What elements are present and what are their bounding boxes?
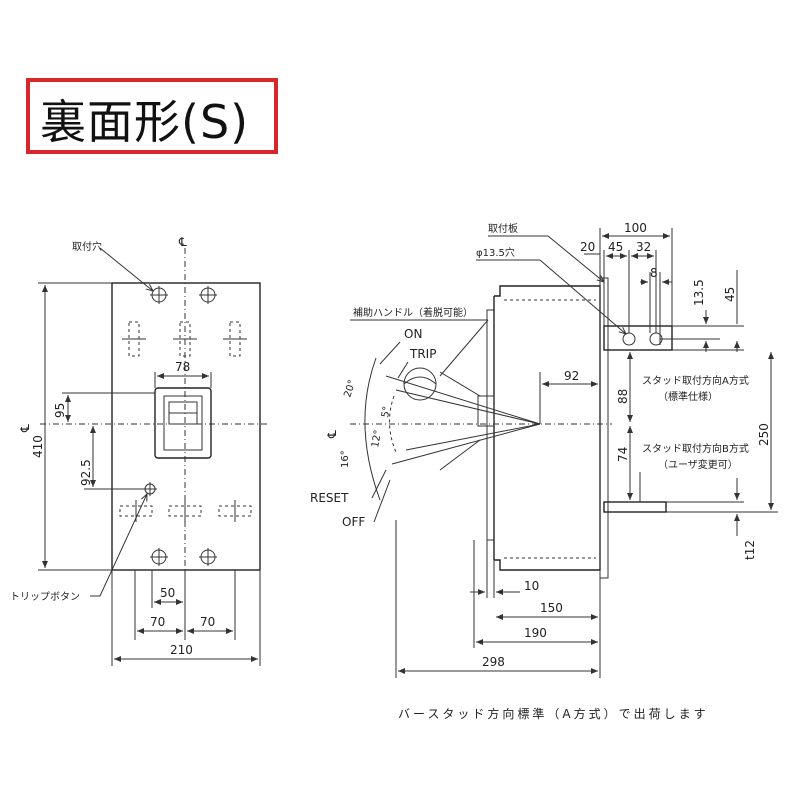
label-mounting-hole: 取付穴	[72, 240, 102, 253]
angle-20: 20°	[342, 379, 358, 399]
dim-210: 210	[170, 643, 193, 657]
title-box: 裏面形(S)	[26, 78, 278, 154]
label-trip: TRIP	[409, 347, 436, 361]
dim-74: 74	[616, 447, 630, 462]
dim-410: 410	[31, 435, 45, 458]
dim-92: 92	[564, 369, 579, 383]
handle-window	[154, 387, 212, 459]
label-hole-diameter: φ13.5穴	[476, 246, 515, 259]
label-off: OFF	[342, 515, 365, 529]
front-view: 取付穴 トリップボタン ℄ ℄ 410 95 92.5 78 50	[10, 235, 270, 666]
dim-10: 10	[524, 579, 539, 593]
label-stud-a-note: （標準仕様）	[658, 390, 718, 403]
dim-78: 78	[175, 360, 190, 374]
label-front-centerline-top: ℄	[178, 235, 187, 249]
dim-250: 250	[757, 423, 771, 446]
side-front-cover	[486, 309, 494, 541]
dim-190: 190	[524, 626, 547, 640]
mounting-hole-top-left	[150, 286, 168, 304]
dim-45-top: 45	[608, 240, 623, 254]
angle-12: 12°	[370, 429, 384, 448]
dim-t12: t12	[743, 540, 757, 560]
dim-8: 8	[650, 266, 658, 280]
label-side-centerline: ℄	[325, 430, 339, 439]
label-stud-b-title: スタッド取付方向B方式	[642, 442, 749, 455]
upper-stud	[603, 325, 673, 351]
label-stud-a-title: スタッド取付方向A方式	[642, 374, 749, 387]
dim-70-right: 70	[200, 615, 215, 629]
lower-stud	[603, 501, 667, 513]
leader-mounting-hole	[99, 247, 153, 291]
dim-150: 150	[540, 601, 563, 615]
angle-5: 5°	[380, 405, 393, 418]
label-front-centerline-left: ℄	[18, 424, 32, 433]
mounting-hole-top-right	[199, 286, 217, 304]
mounting-hole-bottom-right	[199, 548, 217, 566]
dim-70-left: 70	[150, 615, 165, 629]
dim-32: 32	[636, 240, 651, 254]
label-aux-handle: 補助ハンドル（着脱可能）	[353, 306, 473, 319]
footer-note: バースタッド方向標準（A方式）で出荷します	[398, 706, 709, 721]
mounting-hole-bottom-left	[150, 548, 168, 566]
dim-92-5: 92.5	[79, 459, 93, 486]
trip-button	[143, 482, 157, 496]
side-body-outline	[494, 285, 601, 571]
dim-100: 100	[624, 221, 647, 235]
side-view: 補助ハンドル（着脱可能） ON TRIP RESET OFF 20° ℄ 16°…	[310, 221, 778, 678]
label-on: ON	[404, 327, 422, 341]
label-trip-button: トリップボタン	[10, 591, 80, 603]
angle-16: 16°	[340, 450, 351, 468]
leader-trip-button	[90, 494, 147, 597]
dim-95: 95	[53, 403, 67, 418]
front-body-outline	[111, 282, 261, 571]
dim-20: 20	[580, 240, 595, 254]
upper-stud-slots	[122, 321, 247, 357]
label-stud-b-note: （ユーザ変更可）	[658, 458, 738, 471]
label-reset: RESET	[310, 491, 349, 505]
page-title: 裏面形(S)	[40, 95, 250, 149]
dim-88: 88	[616, 389, 630, 404]
label-mounting-plate: 取付板	[488, 222, 518, 235]
dim-13-5: 13.5	[692, 279, 706, 306]
dim-45-right: 45	[723, 287, 737, 302]
dim-298: 298	[482, 655, 505, 669]
dim-50: 50	[160, 586, 175, 600]
